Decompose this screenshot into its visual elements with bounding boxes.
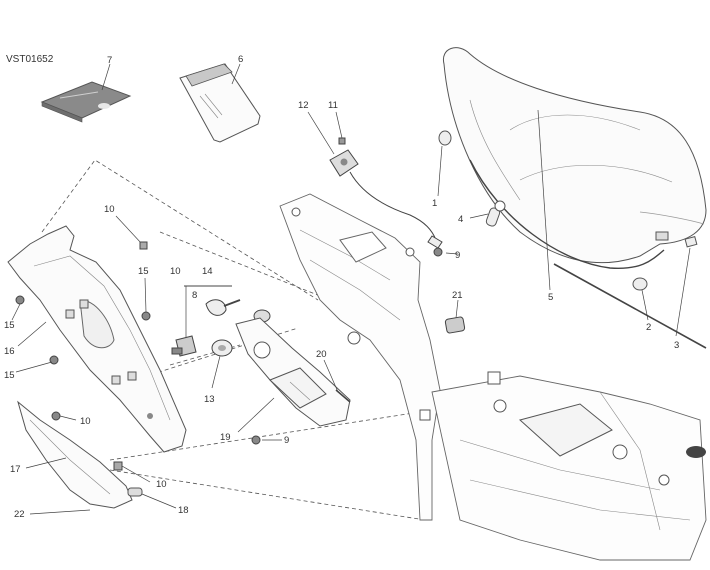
rear-subframe xyxy=(279,193,707,561)
callout-10-left: 10 xyxy=(80,416,91,427)
part-6-tool-pouch xyxy=(179,63,261,143)
callout-6: 6 xyxy=(238,54,243,65)
part-9-screw xyxy=(433,247,459,257)
callout-9-top: 9 xyxy=(455,250,460,261)
callout-4: 4 xyxy=(458,214,463,225)
part-7-document-card xyxy=(40,63,132,123)
part-19-side-panel-right xyxy=(235,317,351,445)
callout-10-bottom: 10 xyxy=(156,479,167,490)
callout-16: 16 xyxy=(4,346,15,357)
callout-1: 1 xyxy=(432,198,437,209)
callout-11: 11 xyxy=(328,100,338,111)
callout-3: 3 xyxy=(674,340,679,351)
callout-9-bottom: 9 xyxy=(284,435,289,446)
part-17-side-panel xyxy=(17,400,177,515)
callout-15-left-top: 15 xyxy=(4,320,15,331)
drawing-code: VST01652 xyxy=(6,54,54,65)
callout-15-left-bottom: 15 xyxy=(4,370,15,381)
part-5-seat xyxy=(437,47,707,349)
part-14-lock-assembly xyxy=(171,285,271,389)
part-16-rear-undertray xyxy=(7,215,187,453)
callout-7: 7 xyxy=(107,55,112,66)
callout-labels: 7 6 12 11 1 4 9 5 2 3 21 10 15 10 14 8 1… xyxy=(4,54,679,520)
callout-13: 13 xyxy=(204,394,215,405)
callout-2: 2 xyxy=(646,322,651,333)
callout-21: 21 xyxy=(452,290,463,301)
callout-8: 8 xyxy=(192,290,197,301)
callout-5: 5 xyxy=(548,292,553,303)
callout-12: 12 xyxy=(298,100,309,111)
part-12-seat-lock-cable xyxy=(307,111,443,249)
part-4-seat-latch xyxy=(485,200,506,227)
callout-20: 20 xyxy=(316,349,327,360)
callout-17: 17 xyxy=(10,464,21,475)
callout-18: 18 xyxy=(178,505,189,516)
callout-10-mid: 10 xyxy=(170,266,181,277)
callout-10-top: 10 xyxy=(104,204,115,215)
part-21-rubber-bush xyxy=(444,299,466,334)
callout-22: 22 xyxy=(14,509,25,520)
callout-14: 14 xyxy=(202,266,213,277)
callout-15-mid: 15 xyxy=(138,266,149,277)
callout-19: 19 xyxy=(220,432,231,443)
